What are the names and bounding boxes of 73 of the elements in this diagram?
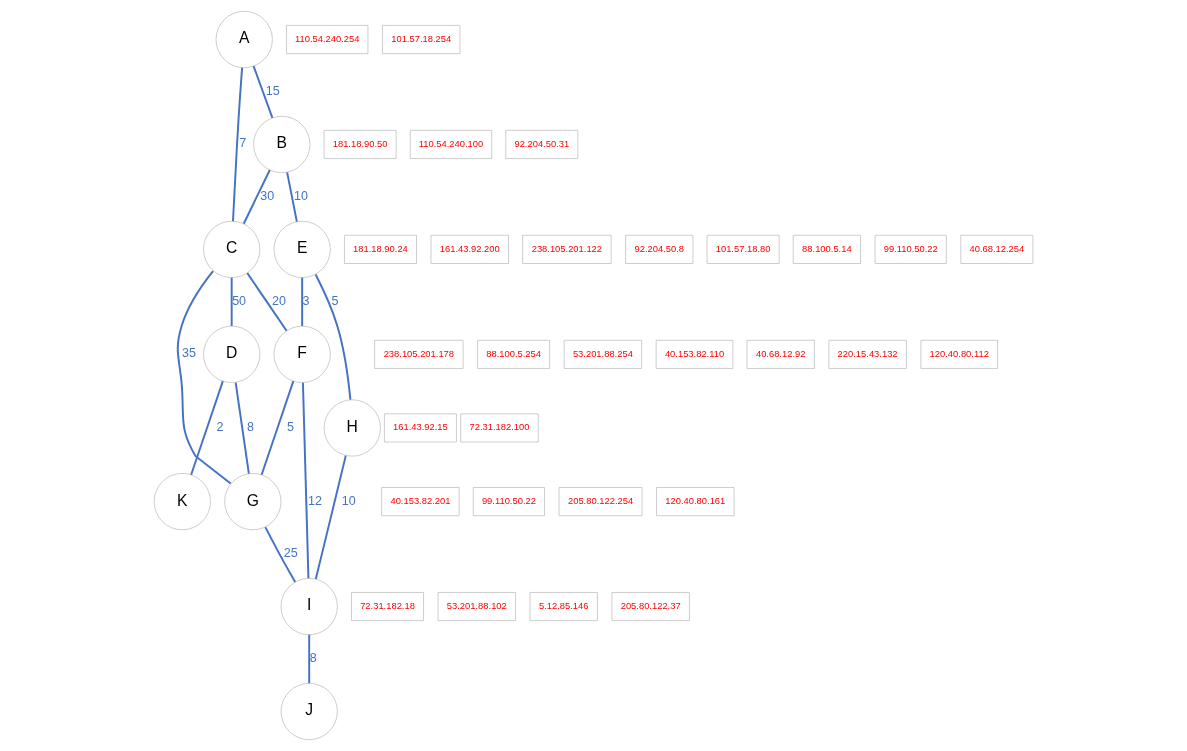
node-box: 53.201.88.254 [563, 339, 643, 369]
node-box: 72.31.182.18 [351, 592, 424, 622]
edge-label: 50 [232, 293, 247, 308]
edge-label: 30 [260, 188, 275, 203]
node-box: 161.43.92.15 [384, 413, 457, 443]
connector [252, 65, 274, 119]
edge-label: 2 [216, 419, 224, 434]
edge-label: 12 [308, 493, 323, 508]
edge-label: 8 [309, 650, 317, 665]
connector [190, 380, 224, 476]
connector [230, 276, 233, 327]
node-box: 120.40.80.161 [656, 487, 735, 517]
node-circle: G [224, 473, 282, 531]
connector [260, 380, 295, 476]
connector [286, 171, 298, 223]
edge-label: 3 [302, 293, 310, 308]
node-box: 40.68.12.254 [960, 234, 1034, 264]
node-box: 53.201.88.102 [437, 592, 516, 622]
connector [314, 454, 347, 581]
edge-label: 5 [331, 293, 339, 308]
node-box: 92.204.50.8 [625, 234, 694, 264]
connector [264, 526, 297, 583]
connector [242, 169, 271, 225]
connector [176, 270, 232, 485]
connector [314, 273, 352, 401]
edge-label: 10 [341, 493, 356, 508]
node-circle: I [280, 577, 338, 636]
node-box: 220.15.43.132 [828, 339, 907, 369]
node-box: 88.100.5.14 [792, 234, 861, 264]
node-circle: B [253, 115, 311, 174]
connector [234, 381, 250, 475]
node-box: 238.105.201.178 [374, 339, 464, 369]
edge-label: 5 [286, 419, 294, 434]
node-circle: F [273, 325, 331, 383]
connector [301, 381, 310, 580]
node-circle: J [280, 682, 338, 741]
node-box: 238.105.201.122 [522, 234, 612, 264]
node-circle: K [153, 473, 211, 531]
connector [301, 276, 304, 327]
node-box: 181.18.90.24 [344, 234, 417, 264]
connector [246, 272, 288, 332]
node-box: 92.204.50.31 [505, 129, 579, 159]
connector [232, 66, 244, 223]
edge-label: 35 [182, 346, 196, 361]
node-box: 72.31.182.100 [460, 413, 539, 443]
edge-label: 15 [265, 83, 280, 98]
node-box: 161.43.92.200 [430, 234, 509, 264]
node-box: 40.153.82.201 [381, 487, 460, 517]
node-box: 99.110.50.22 [874, 234, 947, 264]
node-box: 181.18.90.50 [323, 129, 397, 159]
node-circle: C [203, 220, 261, 278]
node-circle: H [323, 399, 381, 457]
edge-label: 7 [239, 136, 247, 151]
node-box: 5.12.85.146 [529, 592, 598, 622]
node-box: 120.40.80.112 [920, 339, 998, 369]
node-circle: A [215, 10, 273, 69]
node-box: 110.54.240.100 [409, 129, 493, 159]
node-box: 40.68.12.92 [746, 339, 815, 369]
edge-label: 10 [294, 188, 308, 203]
node-box: 101.57.18.254 [382, 25, 461, 54]
node-box: 88.100.5.254 [477, 339, 551, 369]
edge-label: 20 [272, 293, 287, 308]
node-box: 110.54.240.254 [286, 25, 369, 54]
node-circle: D [203, 325, 261, 383]
node-circle: E [273, 220, 331, 278]
node-box: 101.57.18.80 [706, 234, 780, 264]
edge-label: 25 [283, 546, 298, 561]
node-box: 205.80.122.37 [611, 592, 690, 622]
node-box: 205.80.122.254 [558, 487, 643, 517]
edge-label: 8 [246, 419, 254, 434]
node-box: 40.153.82.110 [655, 339, 734, 369]
node-box: 99.110.50.22 [472, 487, 545, 517]
connector [308, 633, 311, 685]
